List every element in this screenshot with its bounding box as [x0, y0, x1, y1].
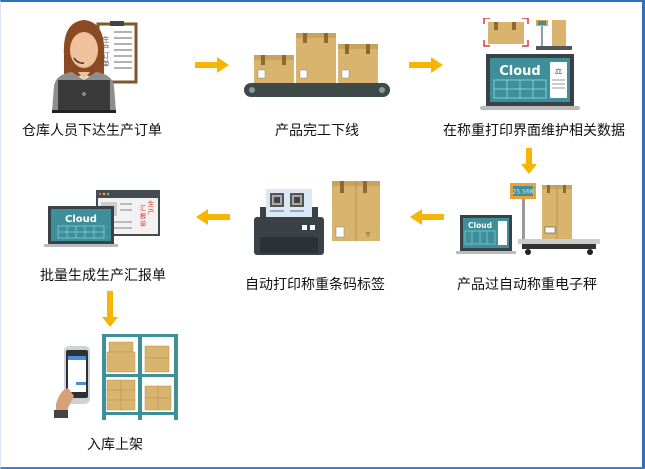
barcode-qr-1	[270, 193, 284, 207]
svg-text:生: 生	[148, 199, 155, 208]
step-5-label: 自动打印称重条码标签	[245, 277, 385, 293]
svg-text:汇: 汇	[140, 204, 147, 212]
step-1-clerk-icon: 生 产 订 单	[48, 16, 144, 116]
flow-arrow-left-1	[410, 209, 444, 225]
step-1-label: 仓库人员下达生产订单	[22, 123, 162, 139]
svg-text:单: 单	[140, 219, 147, 228]
svg-text:单: 单	[103, 59, 110, 68]
barcode-qr-2	[290, 193, 304, 207]
step-7-warehouse-icon	[52, 334, 180, 420]
step-4-label: 产品过自动称重电子秤	[457, 277, 597, 293]
flow-arrow-right-2	[409, 57, 443, 73]
box-right	[338, 44, 378, 83]
screen-cloud-text: Cloud	[65, 214, 97, 225]
step-6-report-icon: 汇 报 单 生 产 Cloud	[44, 190, 162, 248]
flow-arrow-down-2	[102, 291, 118, 327]
step-4-scale-icon: Cloud 25.568	[456, 181, 602, 257]
svg-text:产: 产	[103, 43, 110, 52]
svg-text:报: 报	[140, 211, 147, 220]
svg-text:订: 订	[103, 51, 110, 60]
step-3-cloud-laptop-icon: Cloud ⚖	[478, 18, 582, 114]
step-7-label: 入库上架	[87, 437, 143, 453]
svg-text:⇈: ⇈	[365, 231, 371, 239]
shelf-frame	[102, 334, 178, 420]
step-2-conveyor-icon	[244, 31, 390, 99]
svg-text:产: 产	[148, 207, 155, 216]
box-left	[254, 55, 294, 83]
step-6-label: 批量生成生产汇报单	[40, 268, 166, 284]
svg-text:⚖: ⚖	[555, 67, 562, 76]
step-2-label: 产品完工下线	[275, 123, 359, 139]
box-middle	[296, 33, 336, 83]
step-5-printer-icon: ⇈	[252, 181, 382, 257]
flow-arrow-left-2	[196, 209, 230, 225]
screen-cloud-text: Cloud	[499, 64, 541, 79]
flow-arrow-down-1	[521, 148, 537, 174]
scale-reading: 25.568	[513, 189, 534, 196]
flow-arrow-right-1	[195, 57, 229, 73]
svg-text:生: 生	[103, 35, 110, 44]
screen-cloud-text: Cloud	[468, 221, 492, 230]
step-3-label: 在称重打印界面维护相关数据	[443, 123, 625, 139]
